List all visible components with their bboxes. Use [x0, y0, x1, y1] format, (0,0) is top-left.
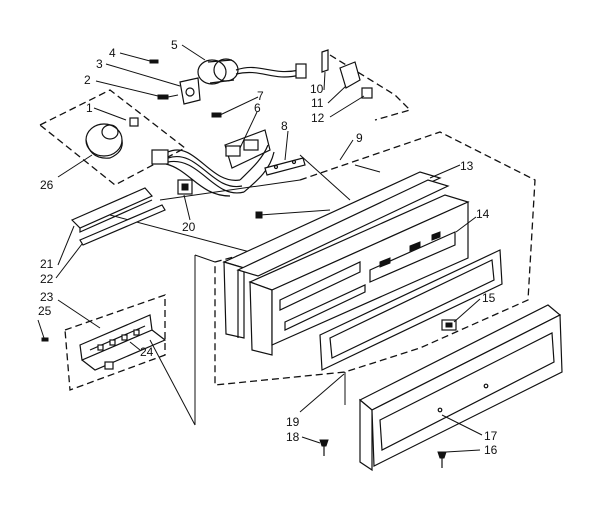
- callout-19: 19: [286, 415, 300, 429]
- small-switch-part: [177, 179, 193, 195]
- callout-11: 11: [311, 96, 324, 110]
- group-outline-main: [214, 131, 536, 386]
- callout-2: 2: [84, 73, 91, 87]
- screw-18: [319, 439, 329, 456]
- wire-harness-part: [151, 129, 275, 197]
- switch-hardware-part: [321, 49, 373, 99]
- callout-4: 4: [109, 46, 116, 60]
- screw-9: [255, 211, 263, 219]
- callout-26: 26: [40, 178, 54, 192]
- callout-7: 7: [257, 89, 264, 103]
- switch-board-part: [41, 314, 167, 371]
- callout-15: 15: [482, 291, 496, 305]
- callout-1: 1: [86, 101, 93, 115]
- callout-25: 25: [38, 304, 52, 318]
- callout-10: 10: [310, 82, 324, 96]
- bracket-screw-part: [149, 59, 201, 105]
- console-housing-part: [222, 171, 470, 356]
- callout-3: 3: [96, 57, 103, 71]
- motor-part: [197, 58, 307, 85]
- callout-18: 18: [286, 430, 300, 444]
- callout-21: 21: [40, 257, 54, 271]
- group-outline-harness: [329, 54, 412, 121]
- callout-5: 5: [171, 38, 178, 52]
- base-tray-part: [358, 304, 563, 472]
- group-outline-switch: [64, 294, 166, 391]
- callout-23: 23: [40, 290, 54, 304]
- callout-14: 14: [476, 207, 490, 221]
- trim-strips-part: [70, 187, 166, 246]
- callout-24: 24: [140, 345, 154, 359]
- callout-13: 13: [460, 159, 474, 173]
- callout-leaders: [37, 44, 483, 453]
- callout-22: 22: [40, 272, 54, 286]
- callout-12: 12: [311, 111, 325, 125]
- window-frame-part: [319, 249, 503, 371]
- callout-6: 6: [254, 101, 261, 115]
- callout-17: 17: [484, 429, 498, 443]
- knob-part: [85, 117, 139, 159]
- callout-labels: 1 2 3 4 5 6 7 8 9 10 11 12 13 14 15 16 1…: [38, 38, 498, 457]
- clip-part: [441, 319, 457, 331]
- callout-8: 8: [281, 119, 288, 133]
- callout-20: 20: [182, 220, 196, 234]
- callout-9: 9: [356, 131, 363, 145]
- callout-16: 16: [484, 443, 498, 457]
- screw-16: [437, 451, 447, 468]
- strip-bracket-part: [211, 112, 306, 176]
